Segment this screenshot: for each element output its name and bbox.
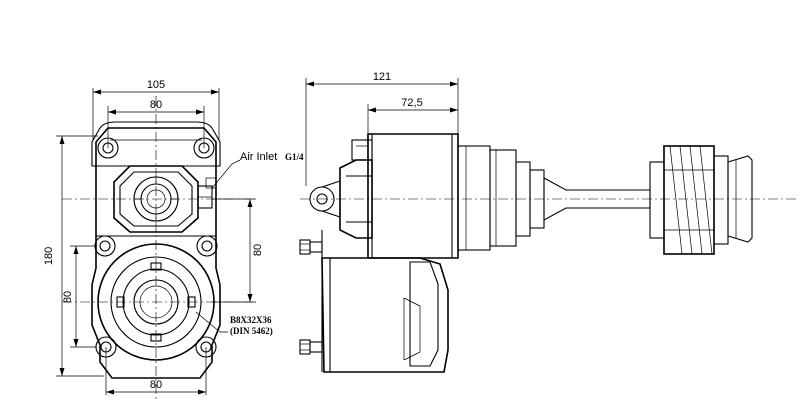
dim-121: 121 bbox=[373, 71, 391, 83]
dim-80-left: 80 bbox=[62, 291, 74, 303]
bolt-mid-right bbox=[196, 235, 218, 257]
side-bolt-lower bbox=[299, 339, 323, 355]
spline-standard-label: (DIN 5462) bbox=[230, 326, 273, 336]
dim-80-right: 80 bbox=[252, 244, 264, 256]
side-view: 121 72,5 bbox=[299, 71, 796, 373]
front-view: 105 80 180 80 80 80 bbox=[43, 79, 304, 400]
bolt-mid-left bbox=[94, 235, 116, 257]
thread-label: G1/4 bbox=[285, 152, 304, 162]
dim-72-5: 72,5 bbox=[401, 97, 422, 109]
dim-105: 105 bbox=[147, 79, 165, 91]
dim-180: 180 bbox=[43, 247, 55, 265]
output-gear bbox=[649, 145, 753, 255]
dim-80-top: 80 bbox=[150, 99, 162, 111]
spline-spec-label: B8X32X36 bbox=[230, 315, 272, 325]
air-inlet-label: Air Inlet bbox=[240, 151, 277, 163]
dim-80-bottom: 80 bbox=[150, 379, 162, 391]
side-bolt-upper bbox=[299, 239, 323, 255]
